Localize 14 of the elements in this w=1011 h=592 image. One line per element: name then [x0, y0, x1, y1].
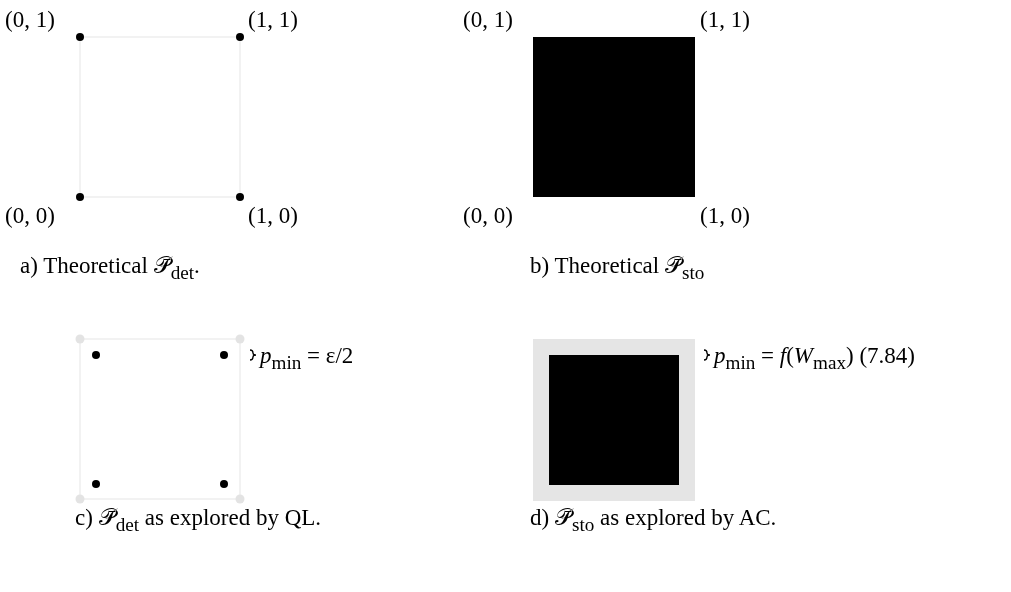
coordinate-label: (1, 1): [700, 7, 750, 33]
coordinate-label: (0, 0): [463, 203, 513, 229]
subfigure-caption: c) 𝒫̄$_{det}$ as explored by QL.: [75, 505, 322, 535]
coordinate-label: (0, 0): [5, 203, 55, 229]
coordinate-label: (1, 0): [248, 203, 298, 229]
formula-label: p$_{min}$ = ε/2: [260, 343, 354, 373]
formula-label: p$_{min}$ = f(W$_{max}$) (7.84): [714, 343, 915, 373]
subfigure-caption: d) 𝒫̄$_{sto}$ as explored by AC.: [530, 505, 777, 535]
coordinate-label: (1, 0): [700, 203, 750, 229]
coordinate-label: (0, 1): [5, 7, 55, 33]
subfigure-caption: a) Theoretical 𝒫̄$_{det}$.: [20, 253, 200, 283]
subfigure-caption: b) Theoretical 𝒫̄$_{sto}$: [530, 253, 705, 283]
coordinate-label: (0, 1): [463, 7, 513, 33]
coordinate-label: (1, 1): [248, 7, 298, 33]
